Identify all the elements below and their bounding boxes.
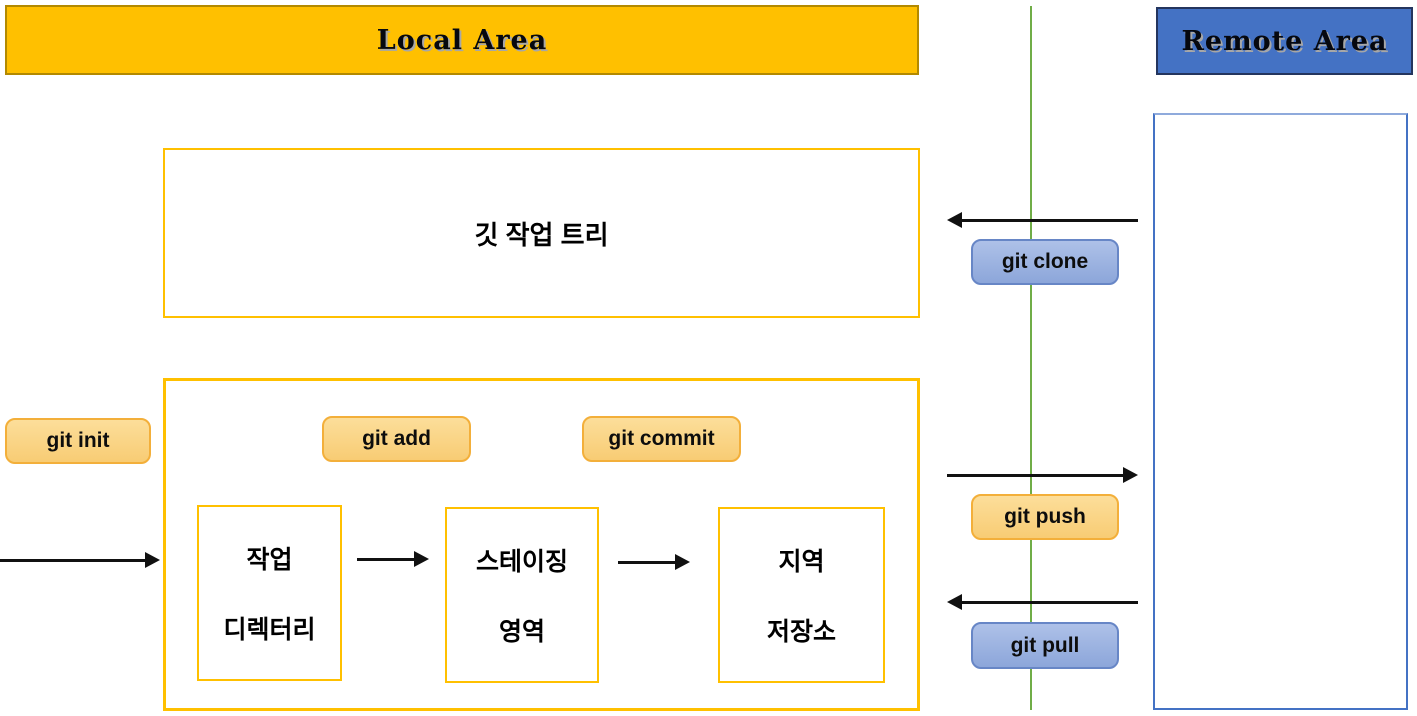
arrow-head-right-icon — [1123, 467, 1138, 483]
staging-area-label-line1: 스테이징 — [475, 548, 568, 577]
local-repository-label-line2: 저장소 — [766, 617, 836, 646]
arrow-shaft — [618, 560, 675, 564]
local-remote-divider-line — [1030, 6, 1032, 710]
arrow-shaft — [962, 600, 1138, 604]
arrow-head-right-icon — [145, 552, 160, 568]
staging-area-box: 스테이징 영역 — [445, 507, 599, 683]
arrow-git-push-to-remote — [947, 467, 1138, 483]
working-directory-box: 작업 디렉터리 — [197, 505, 342, 681]
git-commit-badge: git commit — [582, 416, 741, 462]
local-area-header: Local Area — [5, 5, 919, 75]
git-clone-badge: git clone — [971, 239, 1119, 285]
arrow-shaft — [0, 558, 145, 562]
arrow-head-left-icon — [947, 594, 962, 610]
staging-area-label-line2: 영역 — [498, 617, 545, 646]
git-commit-label: git commit — [608, 427, 715, 450]
arrow-head-right-icon — [675, 554, 690, 570]
arrow-head-left-icon — [947, 212, 962, 228]
arrow-git-init-into-working-directory — [0, 552, 160, 568]
git-push-label: git push — [1004, 505, 1086, 528]
git-add-badge: git add — [322, 416, 471, 462]
git-pull-badge: git pull — [971, 622, 1119, 669]
remote-area-title: Remote Area — [1181, 25, 1388, 57]
arrow-shaft — [357, 557, 414, 561]
git-init-badge: git init — [5, 418, 151, 464]
arrow-git-commit-to-local-repo — [618, 554, 690, 570]
arrow-shaft — [947, 473, 1123, 477]
local-area-title: Local Area — [376, 24, 548, 56]
git-clone-label: git clone — [1001, 250, 1089, 273]
working-directory-label-line1: 작업 — [246, 546, 293, 575]
local-repository-label-line1: 지역 — [778, 548, 825, 577]
git-working-tree-label: 깃 작업 트리 — [474, 219, 609, 250]
git-init-label: git init — [46, 429, 110, 452]
git-push-badge: git push — [971, 494, 1119, 540]
working-directory-label-line2: 디렉터리 — [223, 615, 316, 644]
git-add-label: git add — [362, 427, 431, 450]
git-pull-label: git pull — [1010, 633, 1080, 657]
remote-area-header: Remote Area — [1156, 7, 1413, 75]
local-repository-box: 지역 저장소 — [718, 507, 885, 683]
arrow-git-add-to-staging — [357, 551, 429, 567]
arrow-head-right-icon — [414, 551, 429, 567]
git-working-tree-box: 깃 작업 트리 — [163, 148, 920, 318]
arrow-git-pull-from-remote — [947, 594, 1138, 610]
remote-repository-box — [1153, 113, 1408, 710]
arrow-shaft — [962, 218, 1138, 222]
arrow-git-clone-from-remote — [947, 212, 1138, 228]
